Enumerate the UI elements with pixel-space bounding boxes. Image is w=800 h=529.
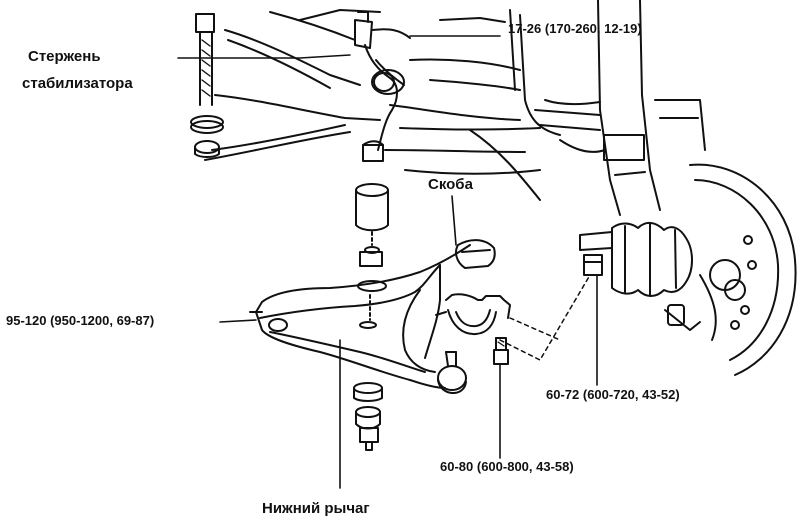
- stabilizer-rod: [190, 13, 224, 158]
- leader-stabilizer-rod: [177, 54, 351, 59]
- bushing-stack: [355, 140, 389, 329]
- label-stabilizer-rod-line1: Стержень: [28, 48, 101, 65]
- driveshaft-boot: [579, 222, 693, 297]
- ball-joint: [437, 351, 467, 394]
- lower-bolt-stack: [353, 382, 383, 451]
- lower-control-arm: [249, 244, 471, 389]
- label-bracket: Скоба: [428, 176, 473, 193]
- bracket: [435, 239, 511, 336]
- label-torque-top: 17-26 (170-260, 12-19): [508, 21, 642, 36]
- label-torque-left: 95-120 (950-1200, 69-87): [6, 313, 155, 328]
- strut-assembly: [559, 0, 706, 216]
- arm-bolt: [493, 337, 509, 365]
- label-torque-right: 60-72 (600-720, 43-52): [546, 387, 680, 402]
- stabilizer-bar: [354, 11, 411, 151]
- body-frame-outline: [204, 9, 601, 201]
- castle-nut: [583, 254, 603, 276]
- leader-bracket: [451, 195, 457, 246]
- leader-torque-left: [219, 319, 257, 323]
- label-stabilizer-rod-line2: стабилизатора: [22, 75, 133, 92]
- alignment-lines: [499, 274, 591, 361]
- label-lower-arm: Нижний рычаг: [262, 500, 370, 517]
- label-torque-bottom: 60-80 (600-800, 43-58): [440, 459, 574, 474]
- leader-lines: [177, 35, 598, 489]
- knuckle-hub: [664, 163, 797, 376]
